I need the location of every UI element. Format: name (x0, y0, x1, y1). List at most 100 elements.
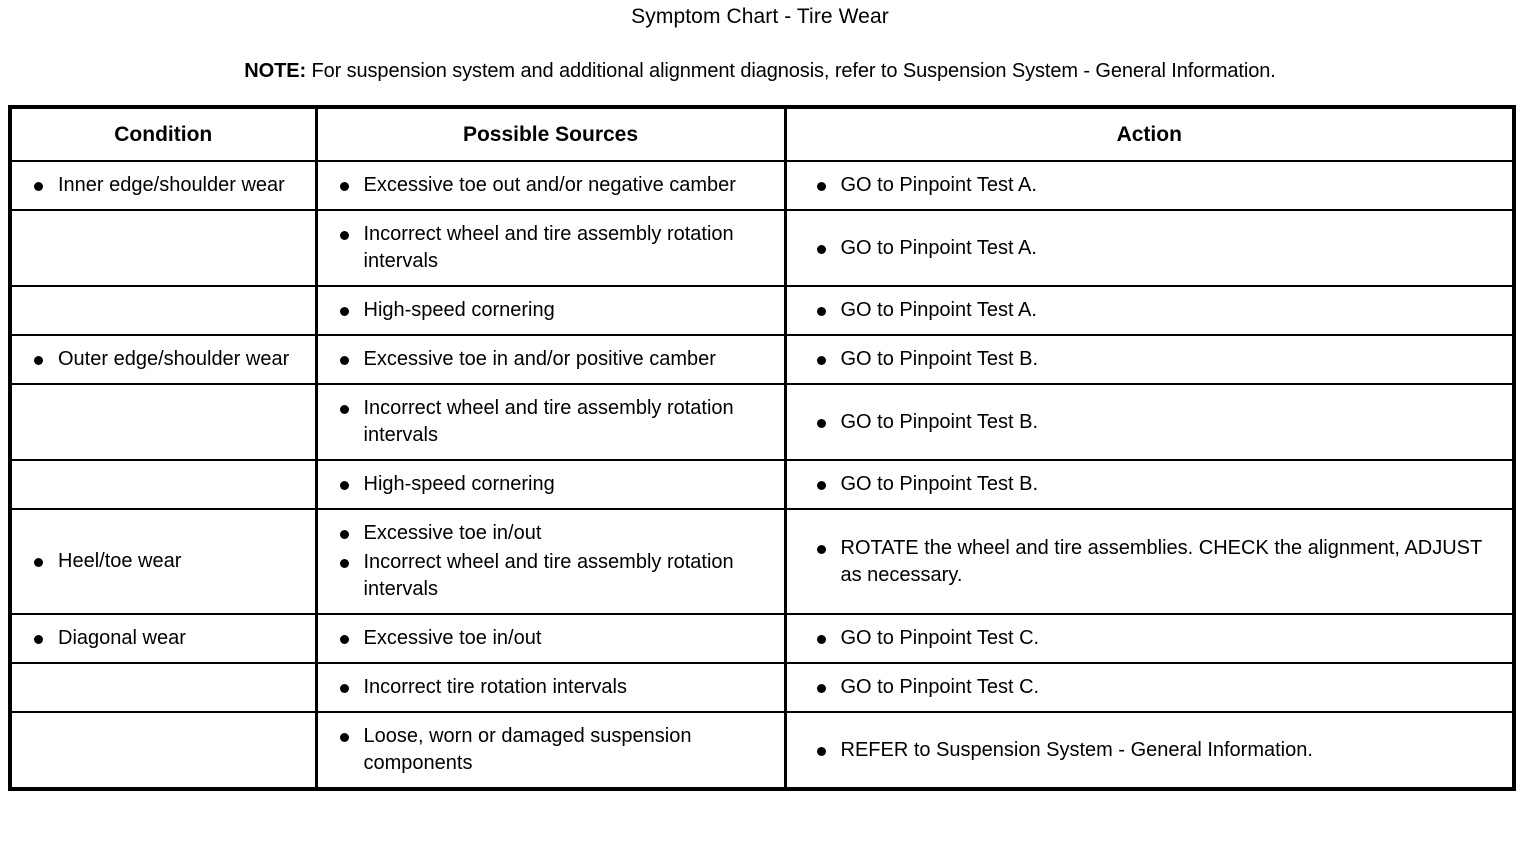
action-cell: GO to Pinpoint Test B. (783, 334, 1516, 385)
table-row: High-speed cornering GO to Pinpoint Test … (8, 285, 1516, 336)
action-cell-content: GO to Pinpoint Test B. (787, 461, 1513, 508)
bullet-item: Excessive toe in and/or positive camber (332, 346, 774, 373)
table-body: Inner edge/shoulder wear Excessive toe ou… (8, 160, 1516, 790)
bullet-item: Incorrect tire rotation intervals (332, 674, 774, 701)
bullet-item: Heel/toe wear (26, 548, 305, 575)
sources-cell: Incorrect wheel and tire assembly rotati… (314, 383, 787, 461)
bullet-list: GO to Pinpoint Test A. (809, 235, 1503, 262)
condition-cell (8, 662, 318, 713)
condition-cell: Outer edge/shoulder wear (8, 334, 318, 385)
sources-cell-content: Incorrect tire rotation intervals (318, 664, 784, 711)
condition-cell: Heel/toe wear (8, 508, 318, 615)
condition-cell-content (12, 422, 315, 423)
bullet-item: Loose, worn or damaged suspension compon… (332, 723, 774, 777)
table-row: High-speed cornering GO to Pinpoint Test … (8, 459, 1516, 510)
sources-cell-content: Loose, worn or damaged suspension compon… (318, 713, 784, 787)
action-cell: ROTATE the wheel and tire assemblies. CH… (783, 508, 1516, 615)
bullet-item: REFER to Suspension System - General Inf… (809, 737, 1503, 764)
bullet-list: Diagonal wear (26, 625, 305, 652)
bullet-item: Incorrect wheel and tire assembly rotati… (332, 395, 774, 449)
bullet-list: Incorrect tire rotation intervals (332, 674, 774, 701)
sources-cell-content: Excessive toe out and/or negative camber (318, 162, 784, 209)
sources-cell: Incorrect wheel and tire assembly rotati… (314, 209, 787, 287)
note-line: NOTE: For suspension system and addition… (0, 59, 1520, 83)
condition-cell (8, 383, 318, 461)
action-cell: GO to Pinpoint Test C. (783, 662, 1516, 713)
bullet-item: GO to Pinpoint Test C. (809, 625, 1503, 652)
bullet-item: GO to Pinpoint Test A. (809, 235, 1503, 262)
action-cell: REFER to Suspension System - General Inf… (783, 711, 1516, 790)
bullet-item: Incorrect wheel and tire assembly rotati… (332, 221, 774, 275)
condition-cell-content: Heel/toe wear (12, 538, 315, 585)
sources-cell-content: Incorrect wheel and tire assembly rotati… (318, 211, 784, 285)
sources-cell-content: Excessive toe in and/or positive camber (318, 336, 784, 383)
bullet-list: Excessive toe in/out (332, 625, 774, 652)
table-row: Outer edge/shoulder wear Excessive toe in… (8, 334, 1516, 385)
condition-cell-content (12, 687, 315, 688)
bullet-list: GO to Pinpoint Test B. (809, 346, 1503, 373)
bullet-item: High-speed cornering (332, 471, 774, 498)
condition-cell (8, 711, 318, 790)
bullet-item: ROTATE the wheel and tire assemblies. CH… (809, 535, 1503, 589)
action-cell: GO to Pinpoint Test A. (783, 285, 1516, 336)
action-cell-content: GO to Pinpoint Test A. (787, 287, 1513, 334)
bullet-list: Heel/toe wear (26, 548, 305, 575)
sources-cell: High-speed cornering (314, 285, 787, 336)
sources-cell: High-speed cornering (314, 459, 787, 510)
action-cell: GO to Pinpoint Test A. (783, 160, 1516, 211)
condition-cell-content (12, 750, 315, 751)
action-cell-content: REFER to Suspension System - General Inf… (787, 727, 1513, 774)
action-cell-content: GO to Pinpoint Test A. (787, 225, 1513, 272)
condition-cell (8, 285, 318, 336)
condition-cell-content (12, 248, 315, 249)
condition-cell-content: Outer edge/shoulder wear (12, 336, 315, 383)
condition-cell-content (12, 484, 315, 485)
page-title: Symptom Chart - Tire Wear (631, 5, 889, 28)
table-row: Inner edge/shoulder wear Excessive toe ou… (8, 160, 1516, 211)
bullet-list: Inner edge/shoulder wear (26, 172, 305, 199)
sources-cell: Excessive toe out and/or negative camber (314, 160, 787, 211)
action-cell: GO to Pinpoint Test A. (783, 209, 1516, 287)
table-row: Incorrect wheel and tire assembly rotati… (8, 209, 1516, 287)
condition-cell: Diagonal wear (8, 613, 318, 664)
bullet-item: Excessive toe out and/or negative camber (332, 172, 774, 199)
symptom-table-wrap: Condition Possible Sources Action Inner … (0, 105, 1520, 791)
sources-cell: Loose, worn or damaged suspension compon… (314, 711, 787, 790)
bullet-list: GO to Pinpoint Test B. (809, 471, 1503, 498)
sources-cell-content: Excessive toe in/out (318, 615, 784, 662)
bullet-item: GO to Pinpoint Test B. (809, 346, 1503, 373)
bullet-list: GO to Pinpoint Test A. (809, 297, 1503, 324)
note-label: NOTE: (244, 60, 306, 82)
note-text: For suspension system and additional ali… (306, 60, 1276, 82)
condition-cell-content: Inner edge/shoulder wear (12, 162, 315, 209)
bullet-list: GO to Pinpoint Test A. (809, 172, 1503, 199)
sources-cell-content: High-speed cornering (318, 287, 784, 334)
bullet-item: GO to Pinpoint Test A. (809, 172, 1503, 199)
bullet-item: Diagonal wear (26, 625, 305, 652)
bullet-list: REFER to Suspension System - General Inf… (809, 737, 1503, 764)
action-cell-content: GO to Pinpoint Test B. (787, 336, 1513, 383)
table-header: Condition Possible Sources Action (8, 106, 1516, 162)
table-row: Diagonal wear Excessive toe in/out GO to P… (8, 613, 1516, 664)
column-header-condition: Condition (8, 106, 318, 162)
action-cell-content: GO to Pinpoint Test B. (787, 399, 1513, 446)
bullet-list: Excessive toe out and/or negative camber (332, 172, 774, 199)
sources-cell: Excessive toe in and/or positive camber (314, 334, 787, 385)
sources-cell-content: Incorrect wheel and tire assembly rotati… (318, 385, 784, 459)
action-cell: GO to Pinpoint Test B. (783, 383, 1516, 461)
sources-cell-content: High-speed cornering (318, 461, 784, 508)
action-cell-content: GO to Pinpoint Test C. (787, 615, 1513, 662)
bullet-list: Excessive toe in and/or positive camber (332, 346, 774, 373)
bullet-item: High-speed cornering (332, 297, 774, 324)
bullet-item: GO to Pinpoint Test B. (809, 409, 1503, 436)
bullet-list: High-speed cornering (332, 297, 774, 324)
symptom-chart-table: Condition Possible Sources Action Inner … (8, 105, 1516, 791)
action-cell-content: ROTATE the wheel and tire assemblies. CH… (787, 525, 1513, 599)
bullet-item: Outer edge/shoulder wear (26, 346, 305, 373)
condition-cell: Inner edge/shoulder wear (8, 160, 318, 211)
table-row: Loose, worn or damaged suspension compon… (8, 711, 1516, 790)
bullet-list: GO to Pinpoint Test C. (809, 674, 1503, 701)
